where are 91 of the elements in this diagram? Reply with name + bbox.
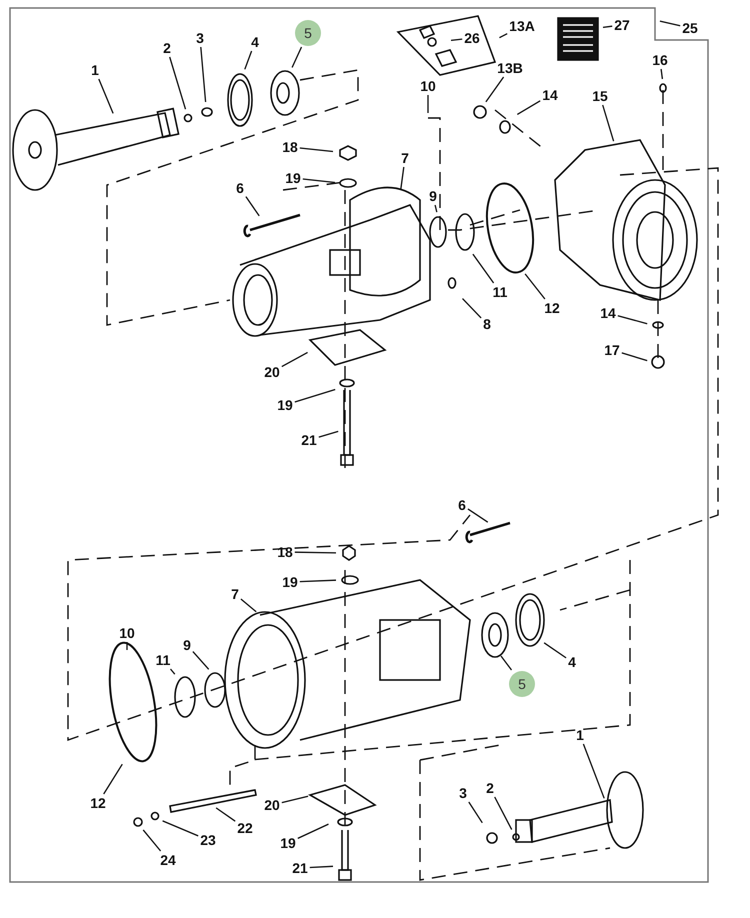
callout-number: 18 (281, 139, 299, 155)
callout-number: 3 (458, 785, 468, 801)
leader-line (524, 274, 546, 300)
callout-number: 11 (492, 284, 508, 300)
callout-number: 11 (154, 652, 172, 668)
leader-line (468, 802, 483, 824)
leader-line (281, 352, 308, 368)
callout-number: 8 (482, 316, 492, 332)
callout-number: 26 (463, 30, 481, 46)
callout-number: 10 (118, 625, 136, 641)
callout-number: 19 (284, 170, 302, 186)
callout-number: 19 (276, 397, 294, 413)
leader-line (169, 56, 186, 110)
callout-number: 19 (281, 574, 299, 590)
leader-line (485, 76, 504, 102)
callout-number: 12 (89, 795, 107, 811)
leader-line (468, 508, 488, 523)
leader-line (142, 829, 162, 852)
callout-number: 27 (613, 17, 631, 33)
callout-number: 21 (300, 432, 318, 448)
callout-number: 6 (457, 497, 467, 513)
leader-line (516, 100, 541, 115)
leader-line (494, 796, 512, 830)
leader-line (162, 820, 198, 836)
leader-line (292, 46, 302, 68)
leader-line (170, 668, 176, 675)
leader-line (318, 430, 338, 438)
leader-line (582, 744, 605, 799)
leader-line (126, 642, 128, 650)
callout-number: 9 (428, 188, 438, 204)
callout-number: 20 (263, 797, 281, 813)
leader-line (618, 315, 648, 324)
callout-number: 2 (485, 780, 495, 796)
leader-line (300, 580, 336, 582)
leader-line (622, 352, 648, 362)
callout-number: 25 (681, 20, 699, 36)
callout-number: 3 (195, 30, 205, 46)
callout-number: 17 (603, 342, 621, 358)
callout-number: 5 (295, 20, 321, 46)
leader-line (103, 764, 123, 794)
callout-number: 7 (230, 586, 240, 602)
callout-number: 1 (90, 62, 100, 78)
callout-number: 7 (400, 150, 410, 166)
leader-line (294, 552, 336, 554)
callout-number: 4 (250, 34, 260, 50)
leader-line (660, 68, 664, 80)
leader-line (302, 178, 336, 184)
leader-line (434, 204, 438, 212)
callout-number: 9 (182, 637, 192, 653)
leader-line (294, 388, 336, 403)
callout-number: 12 (543, 300, 561, 316)
leader-line (472, 254, 494, 284)
callout-number: 23 (199, 832, 217, 848)
callout-number: 22 (236, 820, 254, 836)
callout-number: 1 (575, 727, 585, 743)
leader-line (245, 196, 260, 216)
leader-line (450, 38, 462, 42)
leader-line (298, 824, 329, 839)
callout-number: 19 (279, 835, 297, 851)
callout-number: 10 (419, 78, 437, 94)
callout-number: 13B (496, 60, 524, 76)
leader-line (192, 651, 210, 670)
callout-number: 4 (567, 654, 577, 670)
leader-line (602, 26, 612, 28)
callout-number: 2 (162, 40, 172, 56)
leader-line (282, 796, 308, 804)
leader-line (462, 298, 482, 318)
leader-line (400, 166, 404, 190)
leader-line (602, 104, 614, 142)
callout-number: 14 (541, 87, 559, 103)
callout-number: 20 (263, 364, 281, 380)
callout-number: 13A (508, 18, 536, 34)
callout-number: 5 (509, 671, 535, 697)
leader-line (240, 598, 257, 612)
leader-line (216, 807, 236, 822)
callout-number: 24 (159, 852, 177, 868)
callout-number: 6 (235, 180, 245, 196)
leader-line (310, 866, 334, 868)
leader-line (544, 642, 566, 658)
callout-number: 16 (651, 52, 669, 68)
leader-line (499, 33, 508, 38)
leader-line (427, 95, 429, 113)
leader-line (200, 46, 206, 102)
leader-line (660, 20, 680, 26)
callout-number: 14 (599, 305, 617, 321)
callout-number: 15 (591, 88, 609, 104)
callout-number: 21 (291, 860, 309, 876)
leader-line (98, 78, 114, 114)
leader-line (500, 656, 512, 670)
leader-line (300, 147, 334, 152)
leader-line (244, 50, 252, 70)
